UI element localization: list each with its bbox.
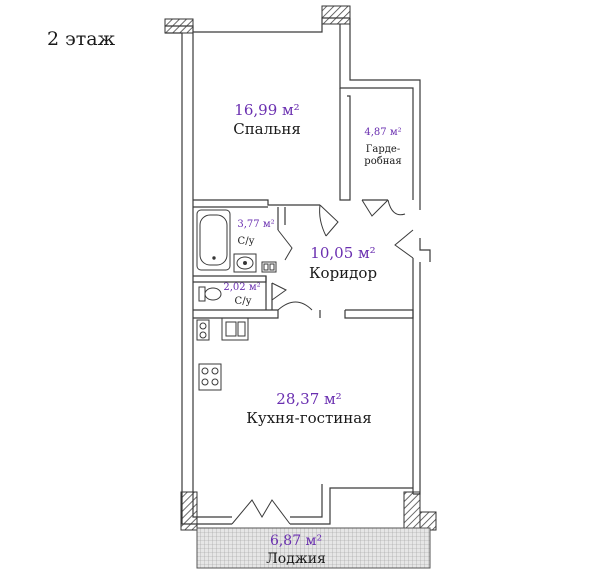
bath2-name: С/у — [234, 296, 252, 307]
loggia-floor — [196, 527, 431, 569]
corridor-name: Коридор — [308, 264, 378, 282]
bath2-area: 2,02 м² — [223, 282, 261, 293]
hatched-walls — [164, 5, 437, 531]
corridor-area: 10,05 м² — [310, 244, 376, 262]
washing-machine — [261, 261, 277, 273]
wardrobe-area: 4,87 м² — [364, 127, 402, 138]
kitchen-area: 28,37 м² — [276, 390, 342, 408]
toilet-fixture — [198, 286, 222, 302]
stove — [198, 363, 222, 391]
bedroom-area: 16,99 м² — [234, 101, 300, 119]
doors — [231, 199, 414, 525]
bath1-name: С/у — [237, 236, 255, 247]
wardrobe-name-line1: Гарде- — [365, 144, 401, 155]
bathtub-fixture — [196, 209, 231, 271]
washbasin-fixture — [233, 253, 257, 273]
kitchen-name: Кухня-гостиная — [246, 409, 372, 427]
loggia-name: Лоджия — [266, 551, 326, 567]
loggia-area: 6,87 м² — [269, 533, 323, 549]
wardrobe-name-line2: робная — [364, 156, 402, 167]
kitchen-sink — [221, 317, 249, 341]
kitchen-fixture — [196, 319, 210, 341]
bath1-area: 3,77 м² — [237, 219, 275, 230]
floor-label: 2 этаж — [47, 28, 116, 50]
walls — [165, 17, 431, 525]
bedroom-name: Спальня — [233, 120, 301, 138]
